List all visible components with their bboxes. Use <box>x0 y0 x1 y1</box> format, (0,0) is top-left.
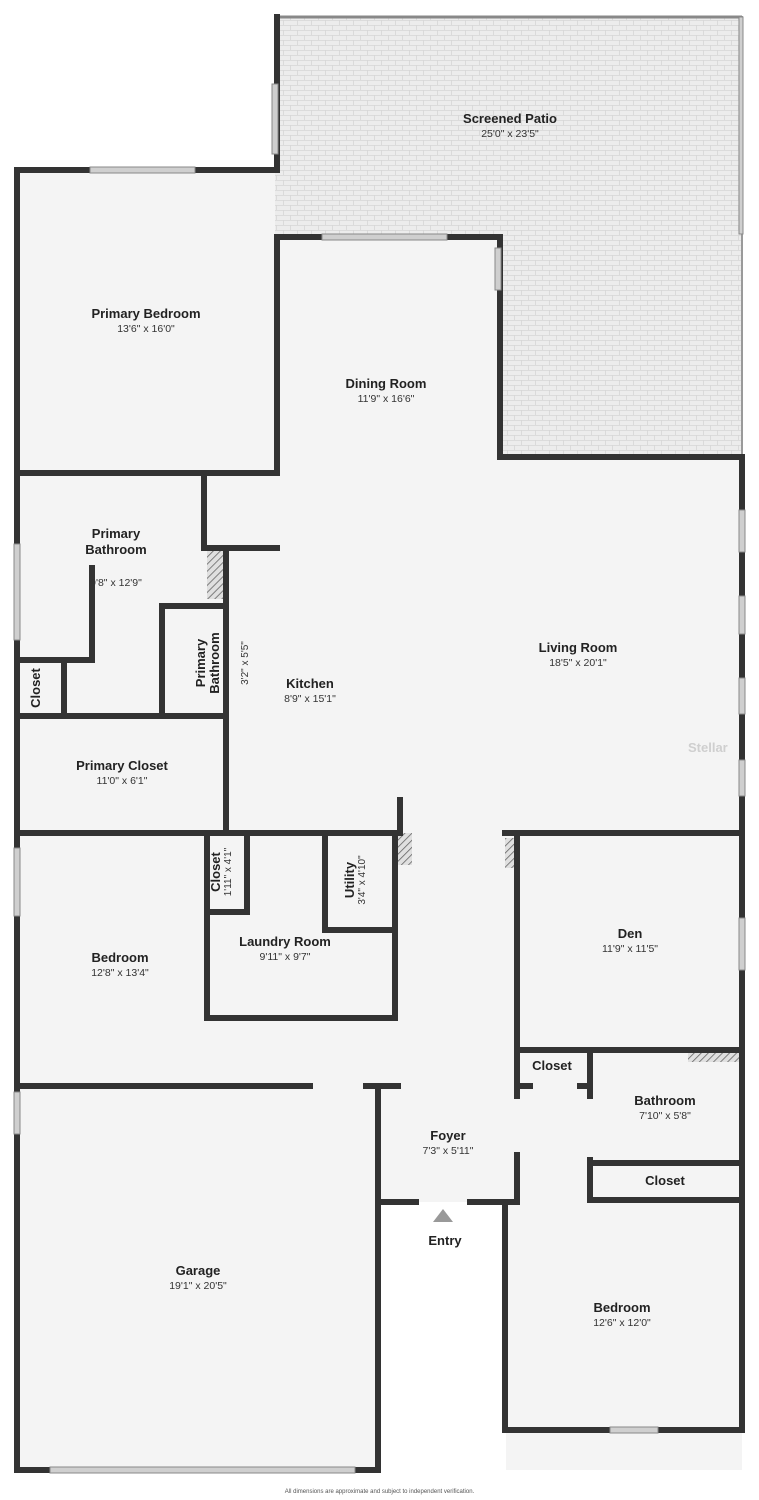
room-label-foyer: Foyer 7'3" x 5'11" <box>422 1128 474 1157</box>
room-label-bathroom: Bathroom 7'10" x 5'8" <box>634 1093 696 1122</box>
windows <box>13 83 746 1474</box>
room-label-kitchen: Kitchen 8'9" x 15'1" <box>284 676 336 705</box>
room-label-garage: Garage 19'1" x 20'5" <box>169 1263 227 1292</box>
room-label-den: Den 11'9" x 11'5" <box>601 926 659 955</box>
room-label-laundry-room: Laundry Room 9'11" x 9'7" <box>239 934 331 963</box>
room-label-screened-patio: Screened Patio 25'0" x 23'5" <box>463 111 557 140</box>
room-label-primary-bedroom: Primary Bedroom 13'6" x 16'0" <box>91 306 201 335</box>
room-label-closet-den: Closet <box>532 1058 572 1073</box>
room-label-primary-closet: Primary Closet 11'0" x 6'1" <box>76 758 168 787</box>
entry-arrow-icon <box>433 1209 453 1222</box>
floor-area <box>0 170 759 1500</box>
room-label-closet-right: Closet <box>645 1173 685 1188</box>
room-label-primary-bathroom-small: Primary Bathroom 3'2" x 5'5" <box>193 632 251 694</box>
room-label-utility: Utility 3'4" x 4'10" <box>342 855 368 905</box>
room-label-living-room: Living Room 18'5" x 20'1" <box>538 640 618 669</box>
footnote: All dimensions are approximate and subje… <box>284 1489 475 1495</box>
room-label-closet-left: Closet <box>28 668 43 708</box>
watermark: Stellar <box>688 740 728 755</box>
room-label-bedroom-left: Bedroom 12'8" x 13'4" <box>91 950 149 979</box>
room-label-primary-bathroom: Primary Bathroom 9'8" x 12'9" <box>85 526 147 589</box>
entry-label: Entry <box>428 1233 462 1248</box>
room-label-closet-bedroom: Closet 1'11" x 4'1" <box>208 847 234 897</box>
room-label-bedroom-right: Bedroom 12'6" x 12'0" <box>593 1300 651 1329</box>
room-label-dining-room: Dining Room 11'9" x 16'6" <box>345 376 427 405</box>
